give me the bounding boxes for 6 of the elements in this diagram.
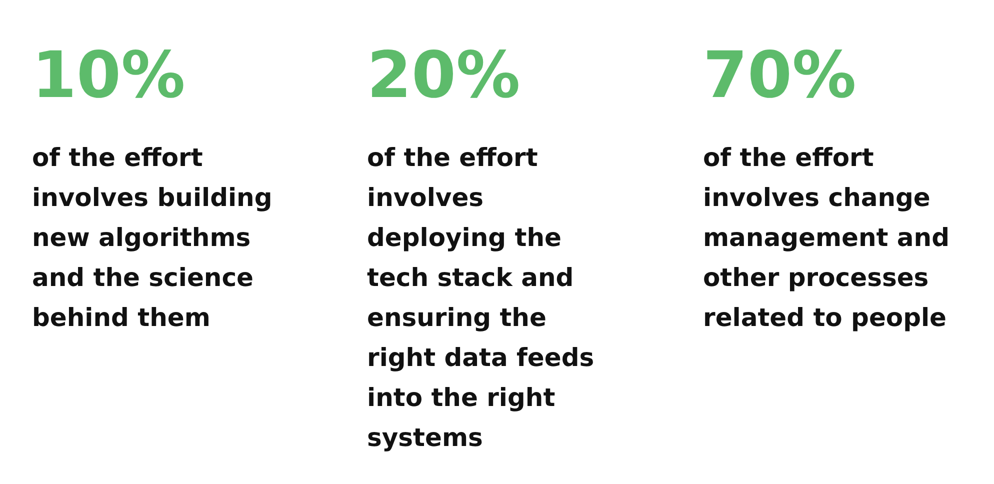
percentage-figure: 10% — [32, 44, 186, 108]
description-text: of the effort involves deploying the tech stack and ensuring the right data feeds into the right systems — [367, 142, 596, 454]
description-text: of the effort involves building new algorithms and the science behind them — [32, 142, 274, 334]
percentage-figure: 20% — [367, 44, 520, 108]
description-text: of the effort involves change management and other processes related to people — [703, 142, 950, 334]
percentage-figure: 70% — [703, 44, 856, 108]
